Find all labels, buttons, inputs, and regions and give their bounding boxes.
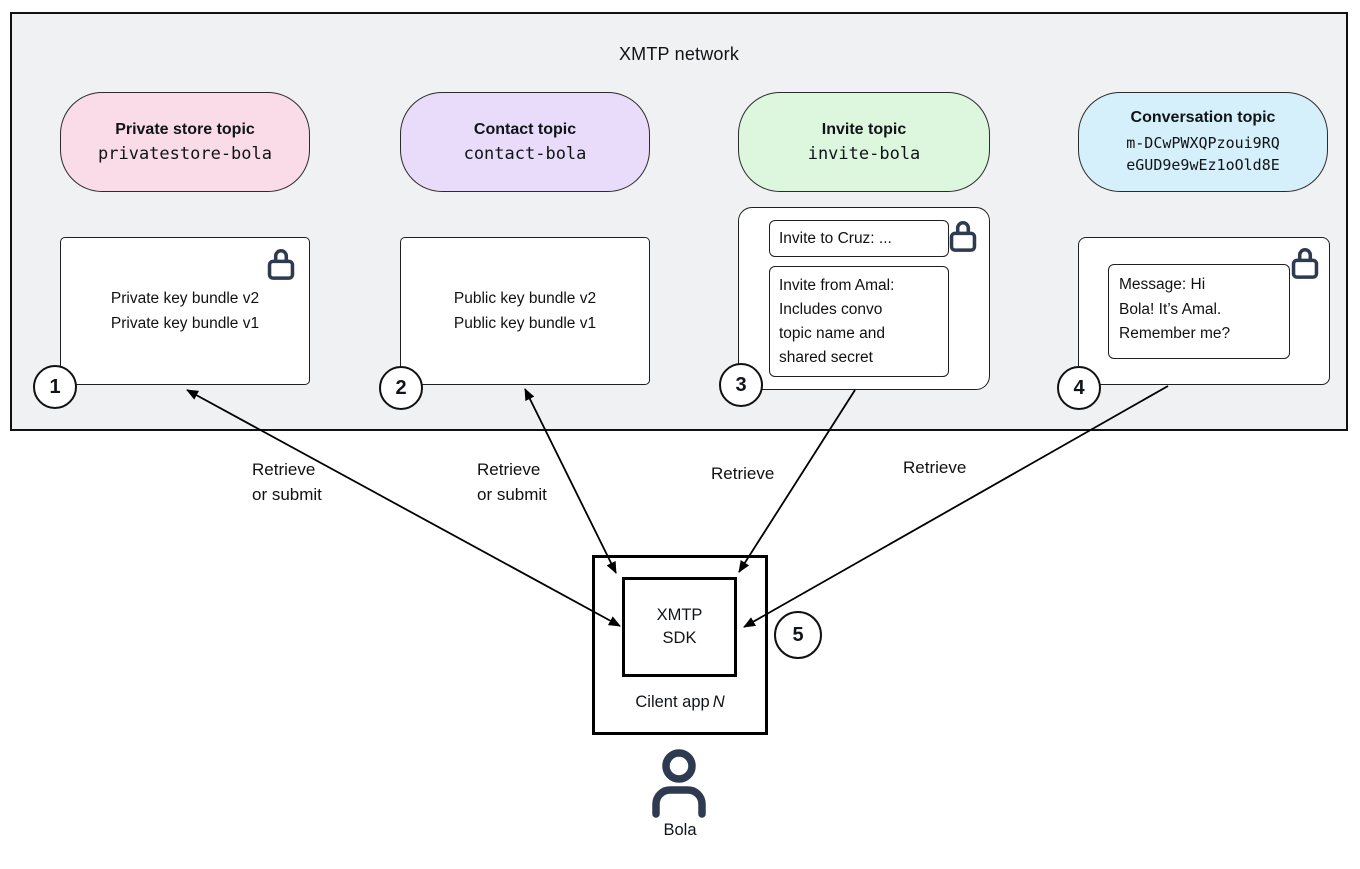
sdk-line: SDK xyxy=(662,629,697,647)
message-line: Bola! It’s Amal. xyxy=(1119,300,1222,318)
message-line: Message: Hi xyxy=(1119,276,1206,293)
topic-title: Conversation topic xyxy=(1130,108,1276,126)
edge-label-line: or submit xyxy=(252,484,322,504)
message-line: Invite from Amal: xyxy=(779,277,895,294)
step-badge-4: 4 xyxy=(1057,366,1101,410)
contact-box: Public key bundle v2 Public key bundle v… xyxy=(400,237,650,385)
edge-label-line: Retrieve xyxy=(252,460,316,479)
topic-name: privatestore-bola xyxy=(98,143,272,164)
invite-incoming-message: Invite from Amal: Includes convo topic n… xyxy=(769,266,949,377)
topic-pill-private-store: Private store topic privatestore-bola xyxy=(60,92,310,192)
topic-name: contact-bola xyxy=(463,143,587,164)
edge-label-contact: Retrieve or submit xyxy=(477,458,547,507)
bundle-line: Public key bundle v2 xyxy=(453,290,597,307)
private-key-bundle-text: Private key bundle v2 Private key bundle… xyxy=(61,238,309,384)
step-badge-1: 1 xyxy=(33,365,77,409)
sdk-line: XMTP xyxy=(656,606,703,624)
invite-outgoing-message: Invite to Cruz: ... xyxy=(769,220,949,257)
public-key-bundle-text: Public key bundle v2 Public key bundle v… xyxy=(401,238,649,384)
edge-label-line: Retrieve xyxy=(477,460,541,479)
edge-label-invite: Retrieve xyxy=(711,464,775,483)
message-line: Includes convo xyxy=(779,301,883,318)
bundle-line: Private key bundle v1 xyxy=(110,315,260,332)
bundle-line: Public key bundle v1 xyxy=(453,315,597,332)
topic-name-line2: eGUD9e9wEz1oOld8E xyxy=(1126,155,1280,174)
conversation-box: Message: Hi Bola! It’s Amal. Remember me… xyxy=(1078,237,1330,385)
edge-label-private-store: Retrieve or submit xyxy=(252,458,322,507)
topic-pill-conversation: Conversation topic m-DCwPWXQPzoui9RQ eGU… xyxy=(1078,92,1328,192)
step-badge-5: 5 xyxy=(774,611,822,659)
invite-box: Invite to Cruz: ... Invite from Amal: In… xyxy=(738,207,990,390)
person-icon xyxy=(652,749,706,818)
network-title: XMTP network xyxy=(618,44,740,64)
conversation-message: Message: Hi Bola! It’s Amal. Remember me… xyxy=(1108,264,1290,359)
topic-pill-invite: Invite topic invite-bola xyxy=(738,92,990,192)
private-store-box: Private key bundle v2 Private key bundle… xyxy=(60,237,310,385)
message-line: topic name and xyxy=(779,325,885,342)
message-line: Remember me? xyxy=(1119,325,1231,342)
lock-icon xyxy=(949,221,977,252)
bundle-line: Private key bundle v2 xyxy=(110,290,260,307)
step-badge-2: 2 xyxy=(379,366,423,410)
xmtp-sdk-box: XMTP SDK xyxy=(622,577,737,677)
topic-name: m-DCwPWXQPzoui9RQ eGUD9e9wEz1oOld8E xyxy=(1126,132,1280,176)
client-app-label-text: Cilent app xyxy=(635,693,710,711)
user-name: Bola xyxy=(663,821,697,839)
edge-label-conversation: Retrieve xyxy=(903,458,967,477)
topic-title: Private store topic xyxy=(115,120,255,138)
lock-icon xyxy=(1291,248,1319,279)
message-line: shared secret xyxy=(779,349,873,366)
step-badge-3: 3 xyxy=(719,363,763,407)
lock-icon xyxy=(267,249,295,280)
topic-title: Invite topic xyxy=(821,120,907,138)
client-app-label-n: N xyxy=(712,693,725,711)
topic-title: Contact topic xyxy=(473,120,577,138)
edge-label-line: or submit xyxy=(477,484,547,504)
topic-name: invite-bola xyxy=(807,143,921,164)
topic-name-line1: m-DCwPWXQPzoui9RQ xyxy=(1126,133,1280,152)
topic-pill-contact: Contact topic contact-bola xyxy=(400,92,650,192)
